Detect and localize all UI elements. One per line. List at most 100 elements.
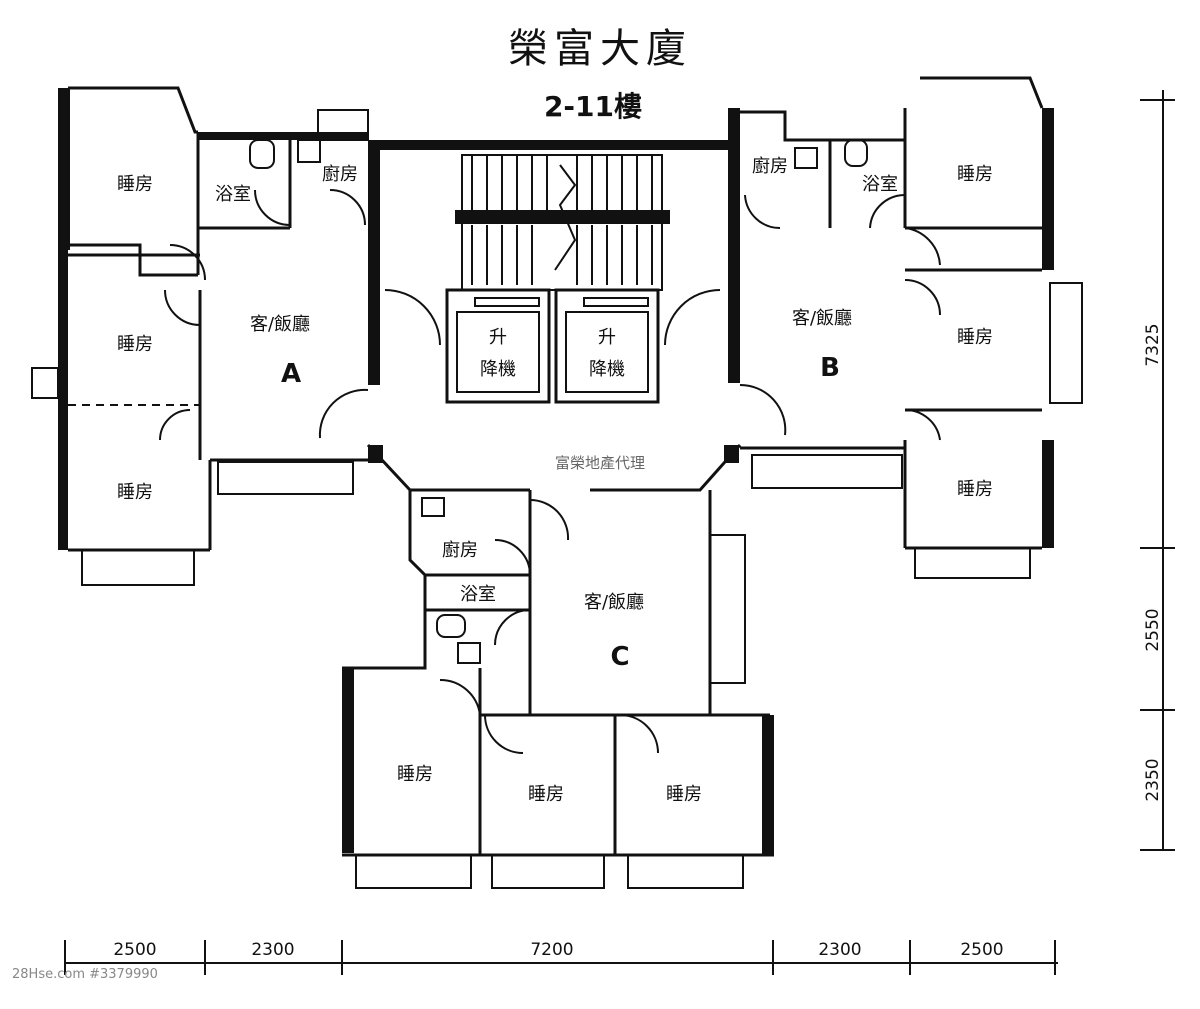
lift-car	[456, 311, 540, 393]
core: 升 降機 升 降機 富榮地產代理	[366, 108, 742, 492]
floor-range: 2-11樓	[544, 90, 642, 123]
bay-box	[31, 367, 59, 399]
wall	[740, 110, 905, 142]
lift-label: 升	[489, 327, 507, 348]
entry-door-swing	[318, 388, 369, 439]
door-swing	[169, 244, 206, 281]
wall	[68, 243, 198, 277]
room-label-bedroom: 睡房	[528, 784, 564, 805]
room-label-bedroom: 睡房	[397, 764, 433, 785]
lift-shaft	[445, 288, 551, 404]
unit-b: 廚房 浴室 睡房 客/飯廳 睡房 B 睡房	[739, 76, 1083, 579]
door-swing	[744, 194, 781, 230]
sink-icon	[421, 497, 445, 517]
unit-label-c: C	[610, 642, 629, 672]
room-label-kitchen: 廚房	[442, 539, 478, 561]
dimension-label: 7200	[530, 940, 573, 960]
door-swing	[494, 539, 531, 576]
room-label-bathroom: 浴室	[215, 184, 251, 205]
window-bay	[914, 547, 1031, 579]
dimension-label: 2500	[960, 940, 1003, 960]
door-swing	[869, 193, 906, 229]
dimension-label: 2300	[818, 940, 861, 960]
dimension-label: 2300	[251, 940, 294, 960]
wall	[342, 668, 354, 853]
lift-label: 升	[598, 327, 616, 348]
kitchen-nook	[317, 109, 369, 141]
room-label-bathroom: 浴室	[862, 174, 898, 195]
wall	[920, 76, 1044, 109]
unit-label-a: A	[281, 359, 301, 389]
room-label-bedroom: 睡房	[117, 334, 153, 355]
window-bay	[81, 549, 195, 586]
lift-label: 降機	[480, 359, 516, 380]
stair-landing	[455, 210, 670, 224]
toilet-icon	[844, 139, 868, 167]
window-bay	[627, 854, 744, 889]
unit-a: 睡房 浴室 廚房 睡房 客/飯廳 A 睡房	[31, 86, 380, 586]
window-bay	[491, 854, 605, 889]
lift-car	[565, 311, 649, 393]
wall	[1042, 440, 1054, 548]
door-swing	[164, 289, 201, 326]
room-label-living-dining: 客/飯廳	[250, 314, 310, 335]
door-swing	[494, 609, 531, 646]
door-swing	[529, 498, 570, 541]
building-title: 榮富大廈	[508, 26, 692, 72]
toilet-icon	[436, 614, 466, 638]
room-label-kitchen: 廚房	[752, 155, 788, 177]
wall	[58, 250, 68, 550]
room-label-bedroom: 睡房	[117, 174, 153, 195]
door-swing	[384, 289, 441, 346]
room-label-bedroom: 睡房	[957, 164, 993, 185]
listing-reference: 28Hse.com #3379990	[12, 967, 158, 982]
door-swing	[159, 409, 191, 441]
agent-watermark-text: 富榮地產代理	[555, 454, 645, 472]
unit-c: 廚房 浴室 客/飯廳 C 睡房 睡房 睡房	[342, 490, 774, 889]
window-bay	[709, 534, 746, 684]
dimension-label: 2500	[113, 940, 156, 960]
sink-icon	[457, 642, 481, 664]
window-bay	[1049, 282, 1083, 404]
sink-icon	[297, 139, 321, 163]
room-label-bedroom: 睡房	[957, 327, 993, 348]
wall	[728, 108, 740, 383]
sink-icon	[794, 147, 818, 169]
room-label-bedroom: 睡房	[957, 479, 993, 500]
room-label-living-dining: 客/飯廳	[584, 592, 644, 613]
entry-door-swing	[739, 383, 787, 436]
staircase	[455, 154, 670, 291]
lift-label: 降機	[589, 359, 625, 380]
door-swing	[619, 714, 659, 754]
dimension-label: 2350	[1143, 758, 1163, 801]
dimension-lines: 2500 2300 7200 2300 2500 7325 2550 2350	[64, 90, 1175, 975]
lift-shaft	[554, 288, 660, 404]
wall	[366, 443, 530, 492]
wall	[68, 86, 198, 134]
wall	[762, 715, 774, 855]
door-swing	[439, 678, 481, 716]
room-label-bedroom: 睡房	[666, 784, 702, 805]
door-swing	[904, 279, 941, 316]
room-label-living-dining: 客/飯廳	[792, 308, 852, 329]
wall	[58, 88, 70, 250]
door-swing	[904, 227, 941, 266]
wall	[368, 140, 738, 150]
door-swing	[904, 408, 941, 441]
room-label-bathroom: 浴室	[460, 584, 496, 605]
door-swing	[664, 289, 721, 346]
window-bay	[751, 454, 903, 489]
stair-break-line	[554, 164, 577, 271]
dimension-label: 2550	[1143, 608, 1163, 651]
room-label-kitchen: 廚房	[322, 163, 358, 185]
toilet-icon	[249, 139, 275, 169]
unit-label-b: B	[820, 353, 840, 383]
window-bay	[355, 854, 472, 889]
door-swing	[254, 189, 291, 226]
door-swing	[329, 189, 366, 226]
window-bay	[217, 461, 354, 495]
room-label-bedroom: 睡房	[117, 482, 153, 503]
wall	[1042, 108, 1054, 270]
